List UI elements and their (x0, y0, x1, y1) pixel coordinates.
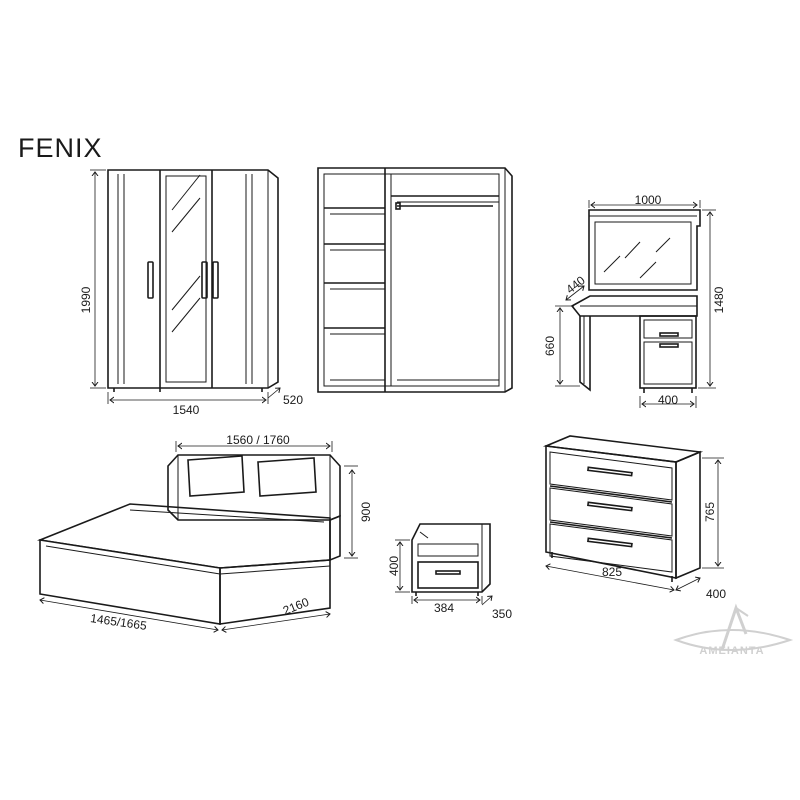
nightstand-width-label: 384 (434, 601, 454, 615)
brand-logo: AMEIANTA (673, 603, 794, 657)
dressing-table-width-label: 1000 (635, 193, 662, 207)
wardrobe-dimensions (90, 169, 280, 404)
wardrobe-height-label: 1990 (79, 286, 93, 313)
wardrobe-depth-label: 520 (283, 393, 303, 407)
wardrobe-width-label: 1540 (173, 403, 200, 417)
dressing-table-dimensions (555, 200, 716, 408)
dresser-width-label: 825 (602, 565, 622, 579)
bed-length-label: 2160 (281, 595, 311, 618)
bed-width-label: 1560 / 1760 (226, 433, 290, 447)
wardrobe-interior (317, 167, 513, 393)
dressing-table-total-height-label: 1480 (712, 286, 726, 313)
wardrobe-front (107, 169, 279, 392)
bed-inner-width-label: 1465/1665 (89, 611, 147, 633)
dresser-depth-label: 400 (706, 587, 726, 601)
dressing-table-depth-label: 440 (563, 273, 588, 297)
dresser-height-label: 765 (703, 502, 717, 522)
dressing-table-height-label: 660 (543, 336, 557, 356)
dressing-table-cabinet-width-label: 400 (658, 393, 678, 407)
collection-title: FENIX (18, 133, 103, 163)
nightstand-height-label: 400 (387, 556, 401, 576)
dressing-table (570, 209, 701, 393)
nightstand-depth-label: 350 (492, 607, 512, 621)
brand-logo-text: AMEIANTA (699, 645, 764, 657)
nightstand-dimensions (395, 539, 492, 606)
bed-dimensions (40, 441, 358, 630)
bed-headboard-height-label: 900 (359, 502, 373, 522)
nightstand (411, 523, 491, 596)
dresser-dimensions (546, 457, 724, 590)
dresser (542, 435, 704, 582)
